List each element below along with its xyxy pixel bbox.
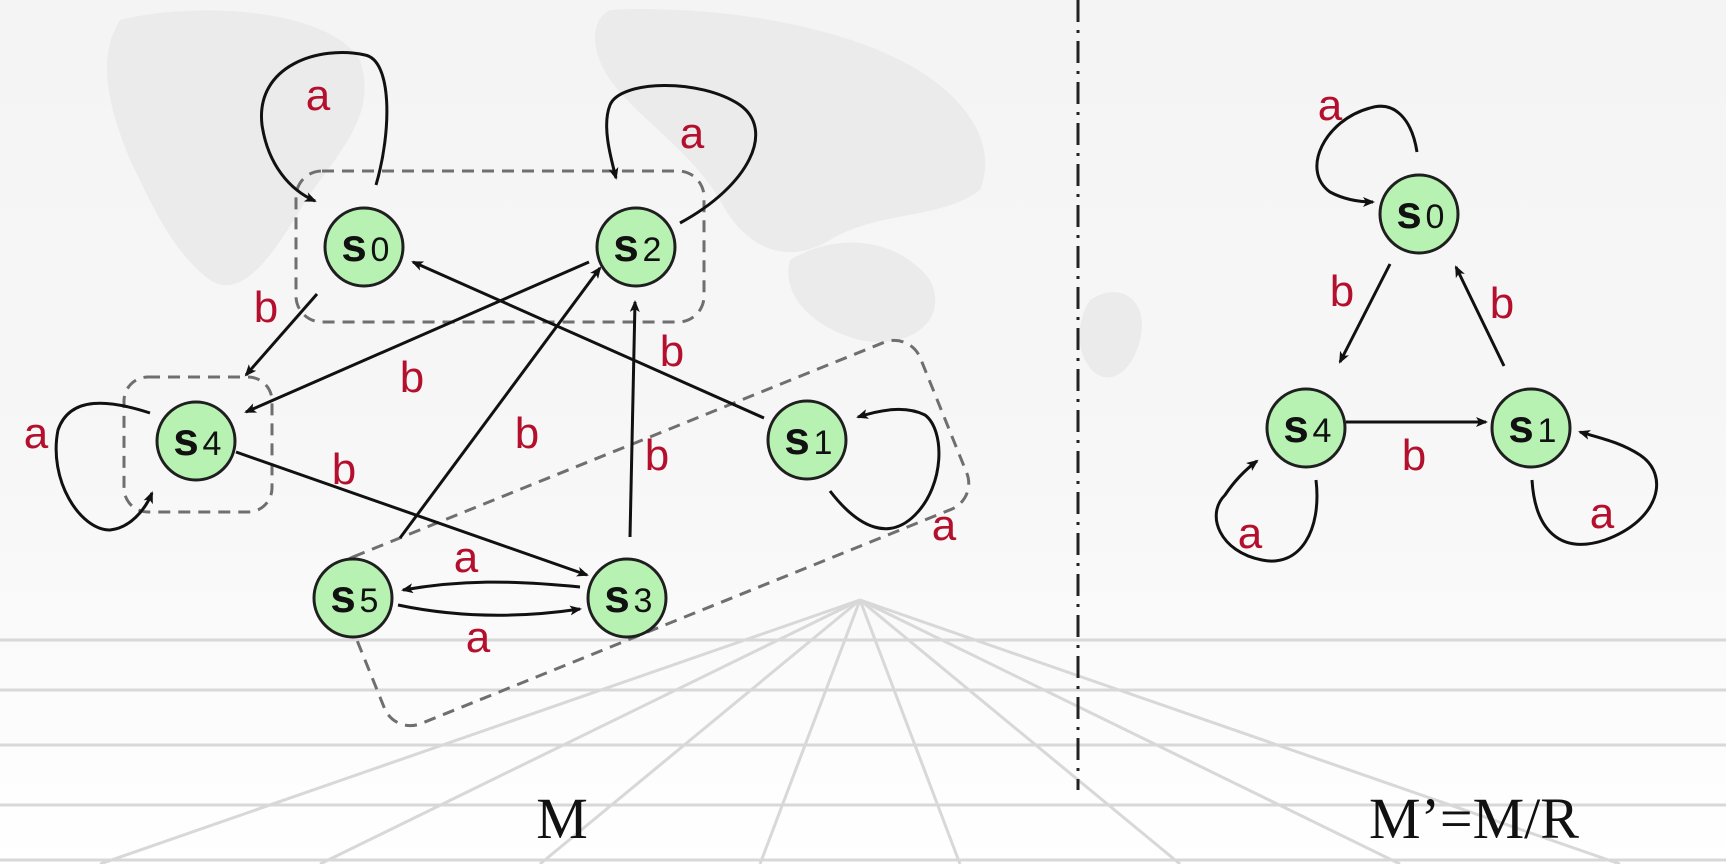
label-s2-loop: a — [680, 109, 705, 158]
edge-s0-s4 — [244, 293, 319, 377]
edge-s1-loop — [828, 407, 941, 531]
edge-q-s1-s0 — [1454, 265, 1506, 367]
label-s0-loop: a — [306, 71, 331, 120]
block-s4 — [122, 375, 274, 514]
label-q-s0-loop: a — [1318, 81, 1343, 130]
diagram-m: a a a a b b b b b b a a s 0 s 2 s 4 s 1 — [24, 51, 971, 851]
state-s2-index: 2 — [643, 231, 662, 269]
background-map — [106, 9, 1142, 378]
edge-s3-s5 — [401, 580, 581, 594]
state-q-s0-name: s — [1396, 186, 1422, 238]
edge-s1-s0 — [411, 260, 765, 420]
state-q-s4-name: s — [1283, 400, 1309, 452]
label-s1-loop: a — [932, 501, 957, 550]
edge-q-s0-s4 — [1338, 263, 1392, 364]
label-s4-loop: a — [24, 409, 49, 458]
edge-s4-loop — [54, 401, 154, 532]
label-q-s0-s4: b — [1330, 267, 1354, 316]
edge-s4-s3 — [235, 450, 589, 577]
edge-q-s4-loop — [1214, 459, 1319, 563]
state-q-s0: s 0 — [1378, 173, 1460, 255]
edge-s5-s3 — [397, 603, 582, 617]
state-s5-name: s — [330, 570, 356, 622]
label-s2-s4: b — [400, 353, 424, 402]
state-s4: s 4 — [155, 400, 237, 482]
state-s1-index: 1 — [814, 424, 833, 462]
state-s2: s 2 — [595, 206, 677, 288]
state-s5-index: 5 — [360, 582, 379, 620]
label-q-s4-s1: b — [1402, 431, 1426, 480]
edge-s2-s4 — [244, 260, 590, 414]
caption-m-quotient: M’=M/R — [1369, 786, 1579, 851]
state-s2-name: s — [613, 219, 639, 271]
edge-q-s1-loop — [1530, 430, 1658, 546]
state-s0-index: 0 — [371, 231, 390, 269]
state-s3-index: 3 — [634, 582, 653, 620]
background-grid — [0, 598, 1726, 864]
state-s1: s 1 — [766, 399, 848, 481]
label-s4-s3: b — [332, 445, 356, 494]
block-s1-s3-s5 — [334, 338, 971, 728]
edge-s0-loop — [260, 51, 389, 203]
label-q-s1-s0: b — [1490, 279, 1514, 328]
label-s1-s0: b — [660, 327, 684, 376]
block-s0-s2 — [294, 169, 706, 324]
diagram-m-quotient: a b b b a a s 0 s 4 s 1 M’=M/R — [1214, 81, 1658, 851]
label-s0-s4: b — [254, 283, 278, 332]
label-s5-s3: a — [466, 613, 491, 662]
edge-s2-loop — [605, 84, 758, 225]
state-q-s4-index: 4 — [1313, 412, 1332, 450]
state-s4-index: 4 — [203, 425, 222, 463]
state-s1-name: s — [784, 412, 810, 464]
caption-m: M — [536, 786, 588, 851]
state-q-s4: s 4 — [1265, 387, 1347, 469]
state-q-s1-index: 1 — [1538, 412, 1557, 450]
edge-s5-s2 — [398, 266, 602, 539]
state-s0-name: s — [341, 219, 367, 271]
label-s3-s5: a — [454, 533, 479, 582]
label-q-s1-loop: a — [1590, 489, 1615, 538]
state-s3-name: s — [604, 570, 630, 622]
state-s3: s 3 — [586, 557, 668, 639]
state-s4-name: s — [173, 413, 199, 465]
state-q-s0-index: 0 — [1426, 198, 1445, 236]
label-s3-s2: b — [645, 431, 669, 480]
edge-q-s0-loop — [1315, 104, 1419, 207]
edge-s3-s2 — [628, 300, 640, 538]
state-q-s1-name: s — [1508, 400, 1534, 452]
label-q-s4-loop: a — [1238, 509, 1263, 558]
state-q-s1: s 1 — [1490, 387, 1572, 469]
state-s5: s 5 — [312, 557, 394, 639]
state-s0: s 0 — [323, 206, 405, 288]
label-s5-s2: b — [515, 409, 539, 458]
